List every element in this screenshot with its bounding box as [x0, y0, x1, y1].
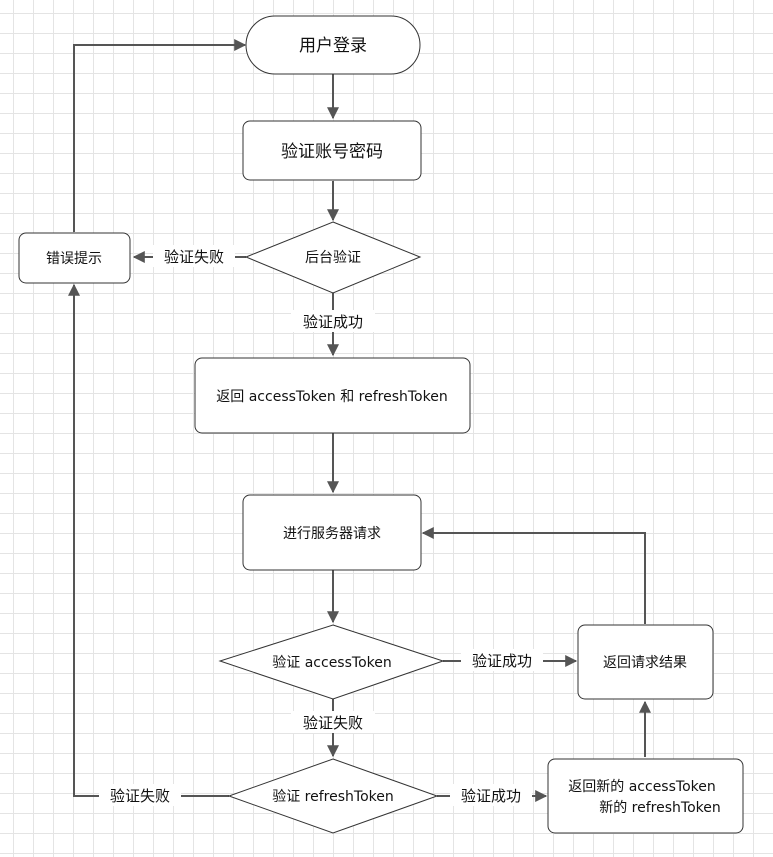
node-verify-password	[242, 120, 422, 181]
node-new-tokens-line1: 返回新的 accessToken	[568, 779, 715, 795]
node-verify-access	[218, 624, 445, 700]
node-return-result-label: 返回请求结果	[603, 655, 687, 671]
node-backend-verify	[244, 221, 422, 294]
node-return-tokens-label: 返回 accessToken 和 refreshToken	[216, 389, 447, 405]
edge-label-success-refresh: 验证成功	[461, 787, 521, 805]
node-new-tokens	[547, 758, 744, 834]
node-error-tip-label: 错误提示	[46, 251, 102, 267]
node-return-tokens	[194, 357, 471, 434]
edge-label-success-access: 验证成功	[472, 652, 532, 670]
edge-error-to-login	[73, 39, 247, 232]
edge-label-success-backend: 验证成功	[303, 313, 363, 331]
node-verify-password-label: 验证账号密码	[281, 142, 383, 162]
node-verify-refresh-label: 验证 refreshToken	[272, 789, 394, 805]
node-return-result	[577, 624, 714, 700]
node-verify-access-label: 验证 accessToken	[272, 655, 391, 671]
node-server-request-label: 进行服务器请求	[283, 526, 381, 542]
edge-label-fail-access: 验证失败	[303, 714, 363, 732]
edge-result-to-request	[421, 527, 646, 624]
edge-label-fail-backend: 验证失败	[164, 248, 224, 266]
node-backend-verify-label: 后台验证	[305, 250, 361, 266]
node-login	[245, 15, 421, 75]
node-error-tip	[18, 232, 131, 284]
node-verify-refresh	[227, 758, 439, 834]
node-login-label: 用户登录	[299, 36, 367, 56]
node-server-request	[242, 494, 422, 571]
edge-label-fail-refresh: 验证失败	[110, 787, 170, 805]
node-new-tokens-line2: 新的 refreshToken	[599, 800, 721, 816]
